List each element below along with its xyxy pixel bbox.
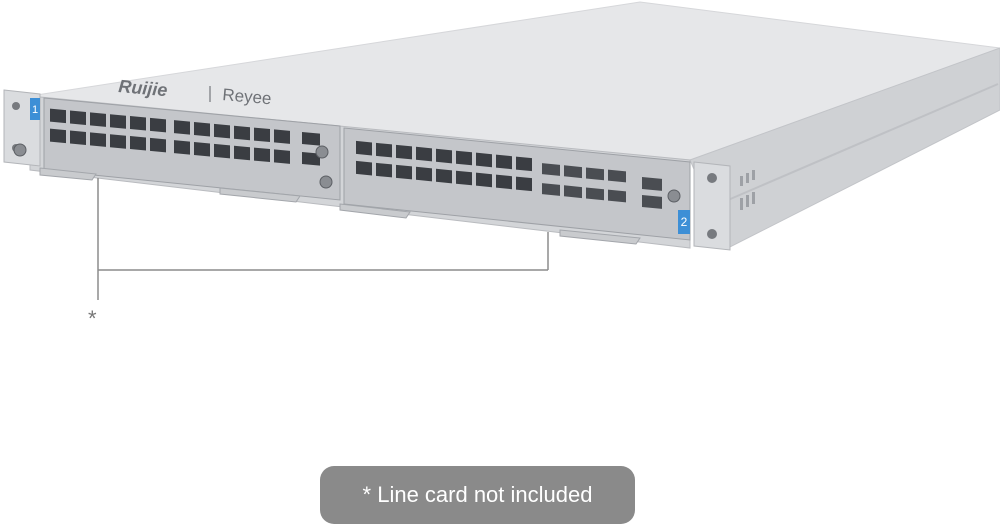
card-handles <box>39 167 641 245</box>
rj45-ports-slot-2 <box>356 140 532 192</box>
slot-badge-2: 2 <box>678 210 690 234</box>
side-vents <box>740 170 755 210</box>
rack-ear-right <box>693 161 731 251</box>
thumb-screw-right <box>667 189 681 203</box>
thumb-screw-mid-bottom <box>319 175 333 189</box>
line-card-note-text: * Line card not included <box>362 482 593 507</box>
brand-reyee-text: Reyee <box>222 85 273 108</box>
slot-2-number: 2 <box>681 215 688 229</box>
brand-logo: Ruijie Reyee <box>118 76 273 108</box>
brand-ruijie-text: Ruijie <box>118 76 169 100</box>
thumb-screw-mid-top <box>315 145 329 159</box>
callout-bracket <box>97 178 549 300</box>
sfp-ports-slot-2 <box>542 163 662 209</box>
slot-1-number: 1 <box>32 104 38 116</box>
line-card-note-badge: * Line card not included <box>320 466 635 524</box>
slot-badge-1: 1 <box>30 98 40 120</box>
callout-asterisk: * <box>88 306 97 331</box>
thumb-screw-left <box>13 143 27 157</box>
rj45-ports-slot-1 <box>50 108 320 166</box>
